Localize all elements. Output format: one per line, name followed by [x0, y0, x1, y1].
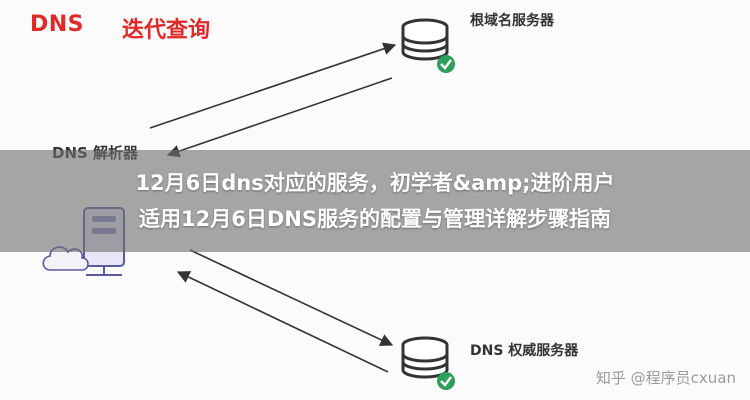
check-icon: [437, 55, 455, 73]
diagram-title-dns: DNS: [30, 12, 85, 37]
arrow-resolver-to-root: [149, 42, 397, 129]
arrow-root-to-resolver: [166, 77, 393, 158]
arrow-resolver-to-authoritative: [189, 249, 394, 346]
arrow-authoritative-to-resolver: [176, 271, 389, 373]
banner-line-1: 12月6日dns对应的服务，初学者&amp;进阶用户: [135, 171, 615, 195]
root-server-icon: [401, 18, 449, 61]
authoritative-server-label: DNS 权威服务器: [470, 343, 579, 359]
watermark: 知乎 @程序员cxuan: [595, 369, 736, 387]
title-banner: 12月6日dns对应的服务，初学者&amp;进阶用户 适用12月6日DNS服务的…: [0, 150, 750, 252]
authoritative-server-icon: [401, 336, 449, 379]
diagram-title-query: 迭代查询: [122, 18, 211, 43]
root-server-label: 根域名服务器: [470, 13, 554, 29]
banner-line-2: 适用12月6日DNS服务的配置与管理详解步骤指南: [139, 207, 611, 231]
check-icon: [437, 372, 455, 390]
